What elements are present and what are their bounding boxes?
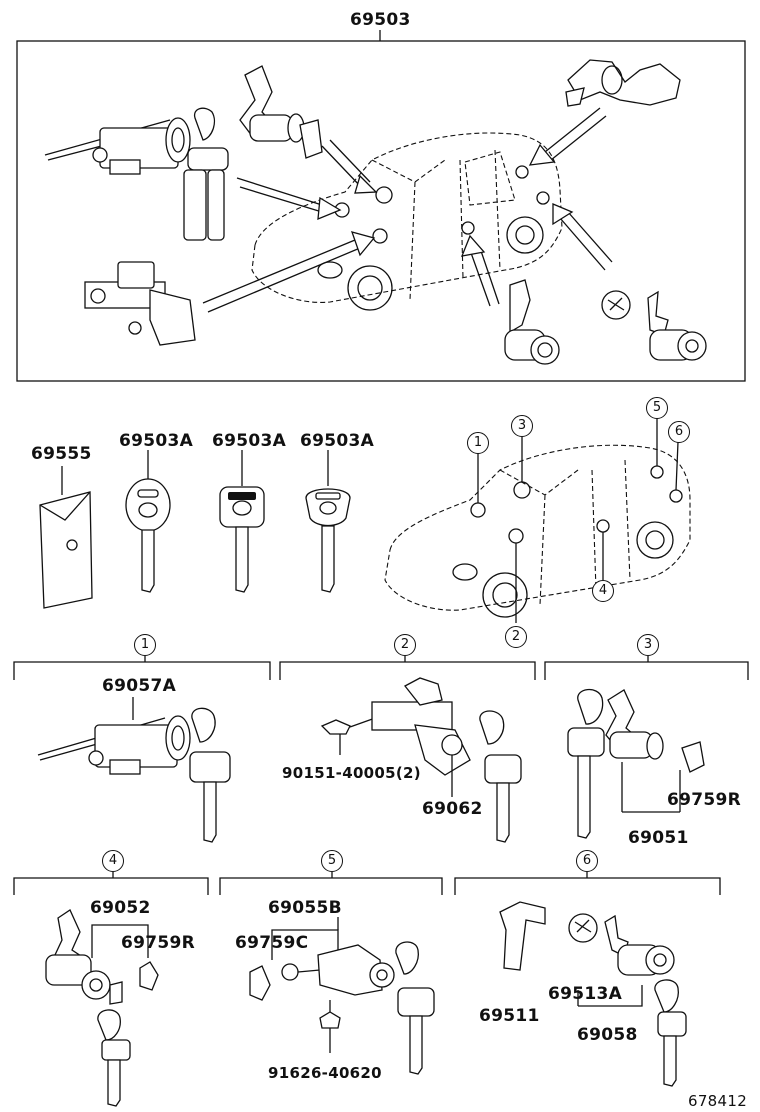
group3-door-lock xyxy=(567,688,705,839)
master-key-label-1: 69503A xyxy=(119,431,194,451)
master-key-1 xyxy=(125,478,171,593)
top-assembly-frame xyxy=(16,40,746,382)
top-rear-lock xyxy=(565,59,681,107)
master-key-2 xyxy=(219,486,265,593)
group-marker-3: 3 xyxy=(637,634,659,656)
master-key-3 xyxy=(305,488,351,593)
group2-door-lock xyxy=(320,677,522,843)
location-marker-2: 2 xyxy=(505,626,527,648)
top-door-cylinder xyxy=(504,279,560,365)
group-marker-1: 1 xyxy=(134,634,156,656)
key-case-label: 69555 xyxy=(31,444,92,464)
part-69057A-label: 69057A xyxy=(102,676,177,696)
group5-door-lock xyxy=(249,917,435,1075)
part-69062-label: 69062 xyxy=(422,799,483,819)
diagram-id: 678412 xyxy=(688,1092,748,1110)
location-marker-3: 3 xyxy=(511,415,533,437)
top-ignition-cylinder xyxy=(44,107,229,241)
top-location-arrows xyxy=(202,107,613,313)
group-brackets-row2 xyxy=(13,872,721,895)
group6-back-door-lock xyxy=(499,901,687,1087)
part-69513A-label: 69513A xyxy=(548,984,623,1004)
part-69058-label: 69058 xyxy=(577,1025,638,1045)
group-brackets-row1 xyxy=(13,656,749,680)
group-marker-4: 4 xyxy=(102,850,124,872)
group4-door-lock xyxy=(45,909,159,1107)
top-car-outline xyxy=(251,132,563,311)
part-69759R-label-g4: 69759R xyxy=(121,933,196,953)
location-leaders xyxy=(477,418,679,623)
group-marker-6: 6 xyxy=(576,850,598,872)
top-back-door-cylinder xyxy=(601,290,707,361)
location-marker-6: 6 xyxy=(668,421,690,443)
part-69051-label: 69051 xyxy=(628,828,689,848)
key-leaders xyxy=(61,450,329,495)
master-key-label-2: 69503A xyxy=(212,431,287,451)
location-car-outline xyxy=(384,444,691,618)
group-marker-5: 5 xyxy=(321,850,343,872)
key-case-69555 xyxy=(39,491,93,609)
location-marker-1: 1 xyxy=(467,432,489,454)
top-assembly-label: 69503 xyxy=(350,10,411,30)
group1-ignition-cylinder xyxy=(37,697,231,843)
group-marker-2: 2 xyxy=(394,634,416,656)
part-69052-label: 69052 xyxy=(90,898,151,918)
part-69759C-label: 69759C xyxy=(235,933,309,953)
location-marker-5: 5 xyxy=(646,397,668,419)
part-69759R-label-g3: 69759R xyxy=(667,790,742,810)
part-91626-40620-label: 91626-40620 xyxy=(268,1064,382,1082)
part-69511-label: 69511 xyxy=(479,1006,540,1026)
part-69055B-label: 69055B xyxy=(268,898,342,918)
top-door-lock xyxy=(239,65,323,159)
top-door-lock-mechanism xyxy=(84,261,196,346)
location-marker-4: 4 xyxy=(592,580,614,602)
master-key-label-3: 69503A xyxy=(300,431,375,451)
part-90151-40005-label: 90151-40005(2) xyxy=(282,764,421,782)
